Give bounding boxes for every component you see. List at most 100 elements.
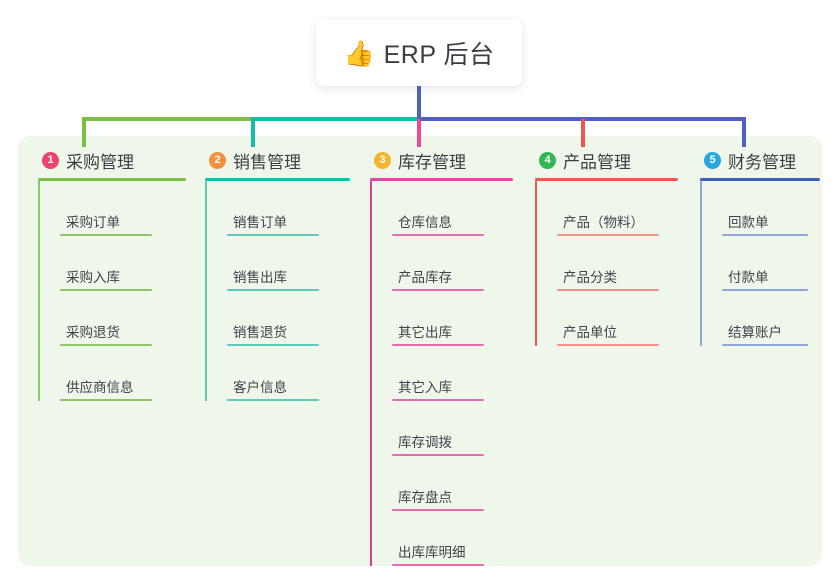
leaf-item-underline [392,234,484,236]
leaf-item[interactable]: 库存调拨 [370,401,513,456]
leaf-item[interactable]: 付款单 [700,236,820,291]
diagram-background-panel [18,136,822,566]
leaf-item[interactable]: 结算账户 [700,291,820,346]
column-title: 销售管理 [233,152,301,172]
leaf-item-label: 客户信息 [233,380,287,395]
leaf-item[interactable]: 客户信息 [205,346,350,401]
leaf-item[interactable]: 产品单位 [535,291,678,346]
leaf-item[interactable]: 采购入库 [38,236,186,291]
column-财务管理: 5 财务管理回款单付款单结算账户 [700,147,820,346]
column-number-badge: 3 [374,151,391,169]
leaf-item-label: 产品分类 [563,270,617,285]
column-leaf-list: 回款单付款单结算账户 [700,181,820,346]
leaf-item[interactable]: 产品分类 [535,236,678,291]
leaf-item[interactable]: 采购退货 [38,291,186,346]
leaf-item-underline [60,289,152,291]
leaf-item-label: 库存盘点 [398,490,452,505]
leaf-item-underline [227,344,319,346]
leaf-item-label: 采购入库 [66,270,120,285]
column-leaf-list: 产品（物料） 产品分类产品单位 [535,181,678,346]
leaf-item-underline [392,454,484,456]
leaf-item-label: 出库库明细 [398,545,466,560]
column-header-underline [205,178,350,181]
column-库存管理: 3 库存管理仓库信息产品库存其它出库其它入库库存调拨库存盘点出库库明细 [370,147,513,566]
column-number-badge: 1 [42,151,59,169]
column-采购管理: 1 采购管理采购订单采购入库采购退货供应商信息 [38,147,186,401]
column-leaf-list: 采购订单采购入库采购退货供应商信息 [38,181,186,401]
leaf-item[interactable]: 库存盘点 [370,456,513,511]
leaf-item-label: 其它入库 [398,380,452,395]
column-header-underline [370,178,513,181]
column-leaf-list: 销售订单销售出库销售退货客户信息 [205,181,350,401]
leaf-item[interactable]: 销售出库 [205,236,350,291]
root-node-title: ERP 后台 [383,41,495,69]
column-title: 采购管理 [66,152,134,172]
leaf-item-label: 其它出库 [398,325,452,340]
leaf-item-label: 销售退货 [233,325,287,340]
leaf-item-underline [392,344,484,346]
column-title: 产品管理 [563,152,631,172]
thumbs-up-icon: 👍 [343,39,375,68]
column-number-badge: 2 [209,151,226,169]
column-产品管理: 4 产品管理产品（物料） 产品分类产品单位 [535,147,678,346]
column-header-产品管理[interactable]: 4 产品管理 [535,147,678,173]
column-spine [700,181,702,346]
leaf-item[interactable]: 出库库明细 [370,511,513,566]
leaf-item-underline [60,234,152,236]
column-number-badge: 4 [539,151,556,169]
leaf-item-underline [557,234,659,236]
column-title: 库存管理 [398,152,466,172]
leaf-item-underline [392,289,484,291]
column-title: 财务管理 [728,152,796,172]
leaf-item-underline [227,289,319,291]
leaf-item-label: 销售出库 [233,270,287,285]
leaf-item-underline [60,399,152,401]
leaf-item[interactable]: 产品（物料） [535,181,678,236]
column-spine [205,181,207,401]
column-spine [370,181,372,566]
column-header-库存管理[interactable]: 3 库存管理 [370,147,513,173]
leaf-item-label: 销售订单 [233,215,287,230]
leaf-item[interactable]: 回款单 [700,181,820,236]
leaf-item-underline [392,564,484,566]
leaf-item-underline [557,344,659,346]
leaf-item-label: 供应商信息 [66,380,134,395]
leaf-item-label: 产品单位 [563,325,617,340]
leaf-item-underline [60,344,152,346]
leaf-item-label: 采购订单 [66,215,120,230]
leaf-item[interactable]: 仓库信息 [370,181,513,236]
leaf-item[interactable]: 其它出库 [370,291,513,346]
column-header-销售管理[interactable]: 2 销售管理 [205,147,350,173]
column-销售管理: 2 销售管理销售订单销售出库销售退货客户信息 [205,147,350,401]
leaf-item[interactable]: 销售退货 [205,291,350,346]
leaf-item-label: 库存调拨 [398,435,452,450]
column-leaf-list: 仓库信息产品库存其它出库其它入库库存调拨库存盘点出库库明细 [370,181,513,566]
leaf-item[interactable]: 其它入库 [370,346,513,401]
leaf-item[interactable]: 供应商信息 [38,346,186,401]
leaf-item-underline [227,234,319,236]
column-header-underline [700,178,820,181]
leaf-item-underline [392,399,484,401]
leaf-item-label: 结算账户 [728,325,782,340]
column-spine [535,181,537,346]
leaf-item-underline [557,289,659,291]
leaf-item[interactable]: 销售订单 [205,181,350,236]
leaf-item-underline [722,234,808,236]
column-header-采购管理[interactable]: 1 采购管理 [38,147,186,173]
column-number-badge: 5 [704,151,721,169]
leaf-item-underline [722,344,808,346]
column-header-财务管理[interactable]: 5 财务管理 [700,147,820,173]
leaf-item[interactable]: 产品库存 [370,236,513,291]
leaf-item-label: 产品库存 [398,270,452,285]
leaf-item-label: 仓库信息 [398,215,452,230]
leaf-item-underline [227,399,319,401]
column-spine [38,181,40,401]
leaf-item-label: 付款单 [728,270,769,285]
leaf-item-label: 回款单 [728,215,769,230]
leaf-item-label: 产品（物料） [563,215,644,230]
column-header-underline [38,178,186,181]
root-node-erp-backend[interactable]: 👍 ERP 后台 [316,20,522,86]
leaf-item-underline [722,289,808,291]
leaf-item-label: 采购退货 [66,325,120,340]
leaf-item[interactable]: 采购订单 [38,181,186,236]
